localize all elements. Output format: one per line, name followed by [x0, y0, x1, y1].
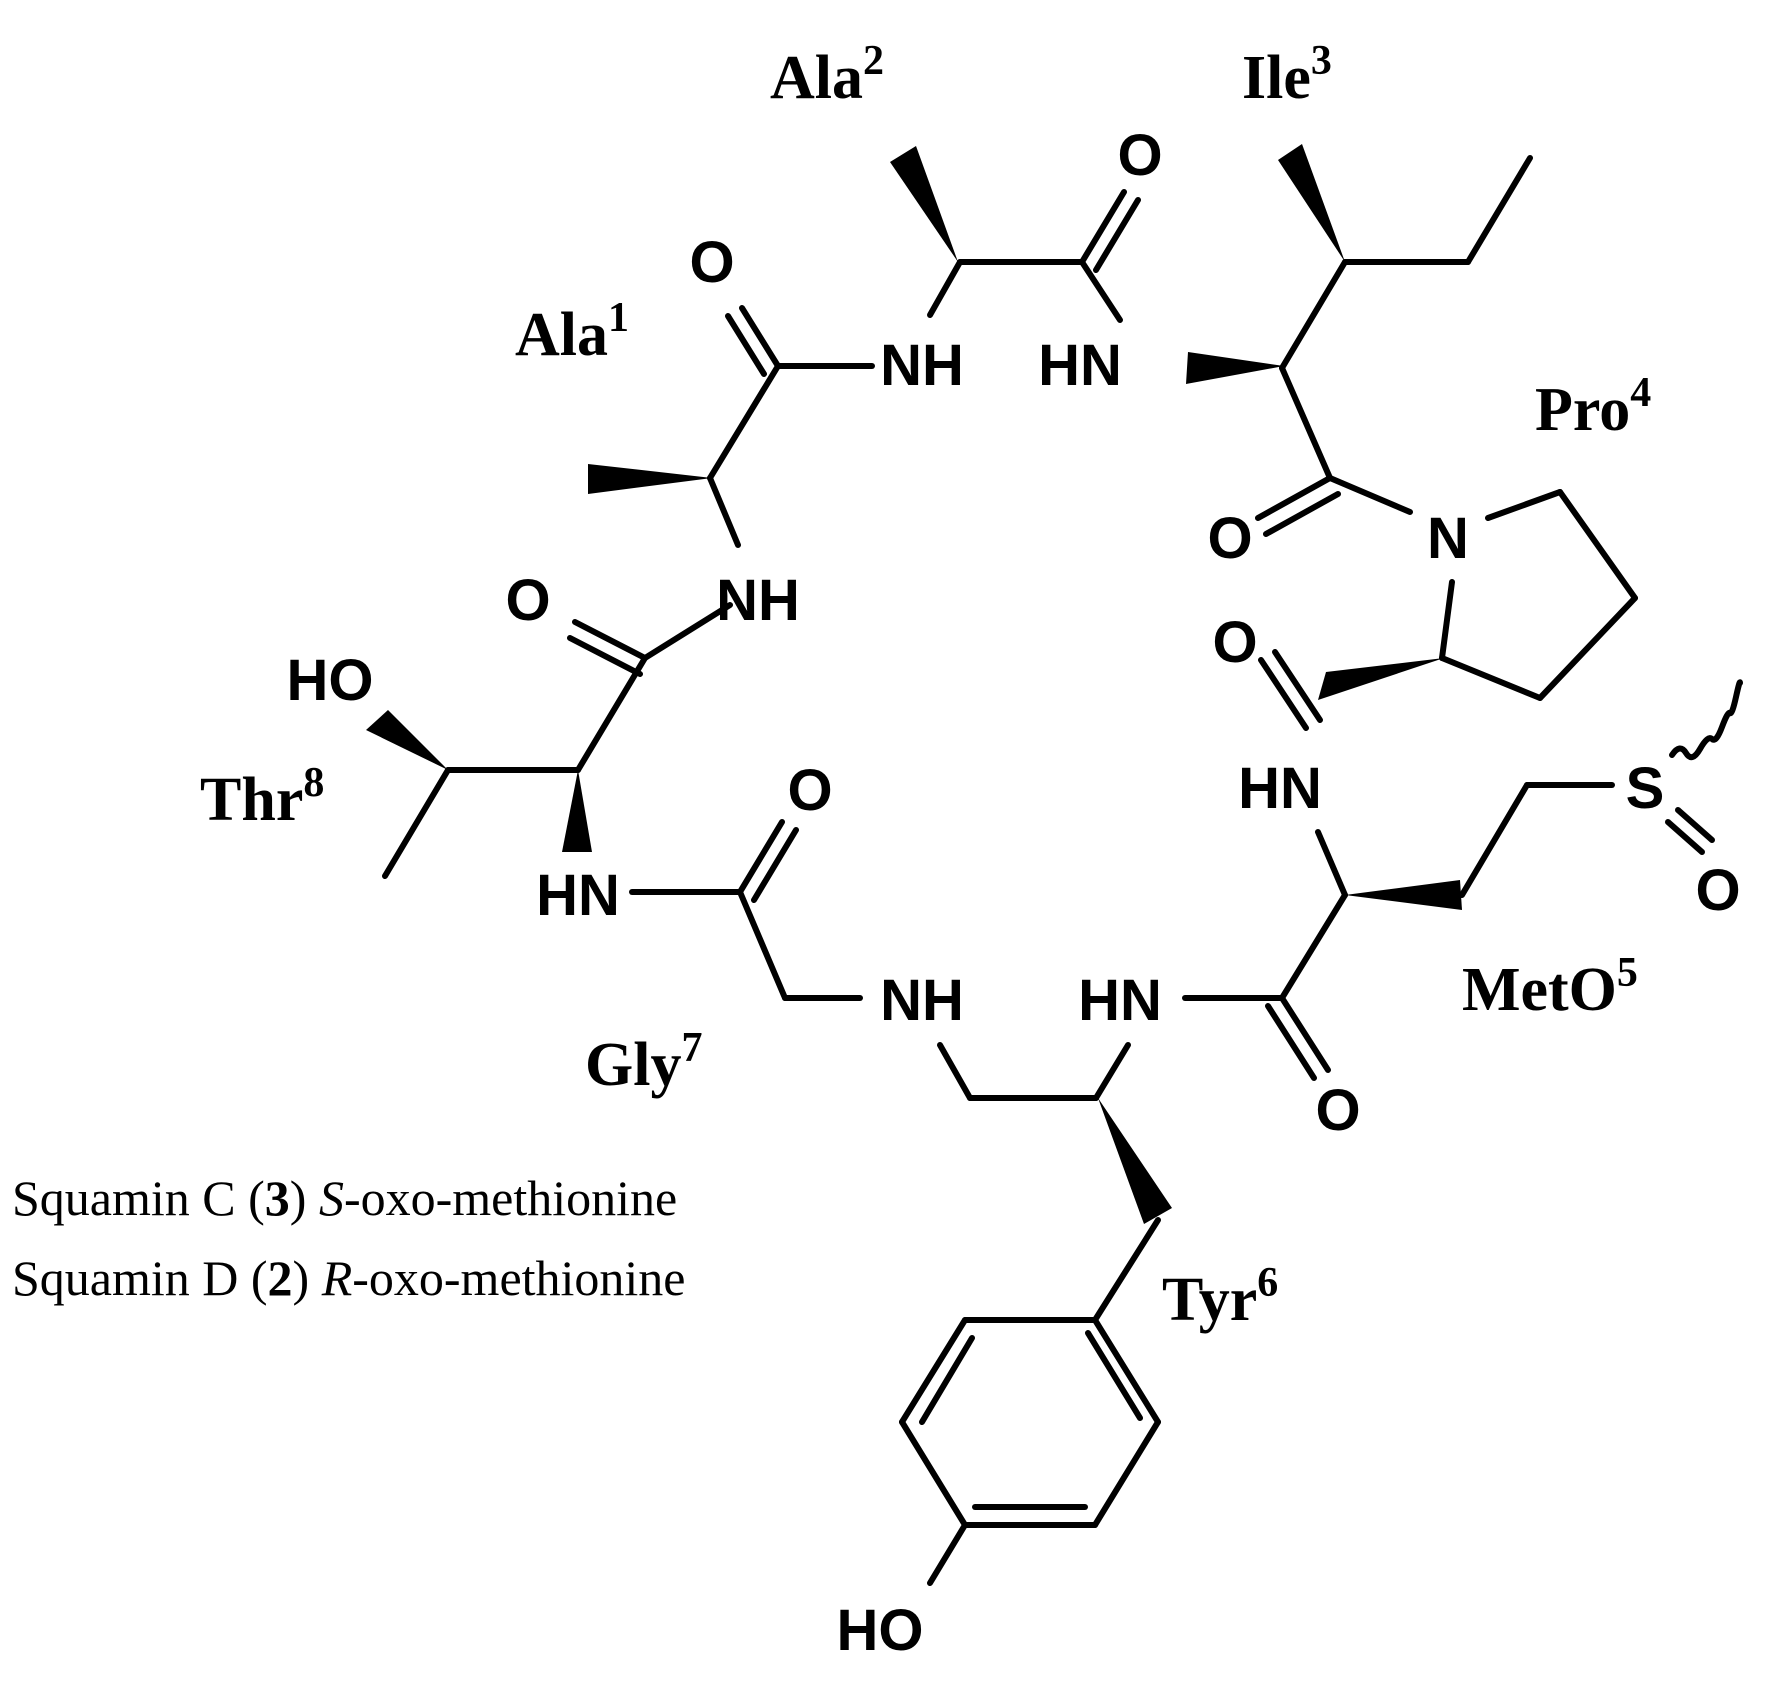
residue-label: Thr8: [200, 760, 324, 834]
residue-label: Pro4: [1535, 370, 1651, 444]
wedge-bonds: [366, 144, 1462, 1224]
atom-o: O: [1212, 610, 1257, 675]
residue-label: Gly7: [585, 1025, 702, 1099]
atom-labels: O NH HN O O N O NH O HO HN O HN S O NH H…: [287, 123, 1741, 1663]
atom-hn: HN: [536, 863, 620, 928]
atom-n: N: [1427, 506, 1469, 571]
bond-lines: [382, 155, 1743, 1586]
caption-line-squamin-d: Squamin D (2) R-oxo-methionine: [12, 1250, 686, 1306]
atom-s: S: [1626, 756, 1665, 821]
atom-nh: NH: [716, 568, 800, 633]
residue-label: Ile3: [1242, 38, 1332, 112]
residue-label: Tyr6: [1162, 1260, 1278, 1334]
atom-o: O: [505, 568, 550, 633]
residue-labels: Ala1 Ala2 Ile3 Pro4 MetO5 Tyr6 Gly7 Thr8: [200, 38, 1651, 1334]
atom-o: O: [1315, 1078, 1360, 1143]
caption-line-squamin-c: Squamin C (3) S-oxo-methionine: [12, 1170, 677, 1226]
atom-o: O: [689, 230, 734, 295]
residue-label: Ala1: [515, 295, 629, 369]
atom-o: O: [1207, 506, 1252, 571]
atom-ho: HO: [287, 648, 374, 713]
residue-label: Ala2: [770, 38, 884, 112]
atom-hn: HN: [1038, 333, 1122, 398]
atom-ho: HO: [837, 1598, 924, 1663]
atom-hn: HN: [1078, 968, 1162, 1033]
atom-hn: HN: [1238, 756, 1322, 821]
atom-o: O: [787, 758, 832, 823]
residue-label: MetO5: [1462, 950, 1638, 1024]
caption: Squamin C (3) S-oxo-methionine Squamin D…: [12, 1170, 686, 1306]
atom-nh: NH: [880, 968, 964, 1033]
atom-nh: NH: [880, 333, 964, 398]
atom-o: O: [1117, 123, 1162, 188]
atom-o: O: [1695, 858, 1740, 923]
